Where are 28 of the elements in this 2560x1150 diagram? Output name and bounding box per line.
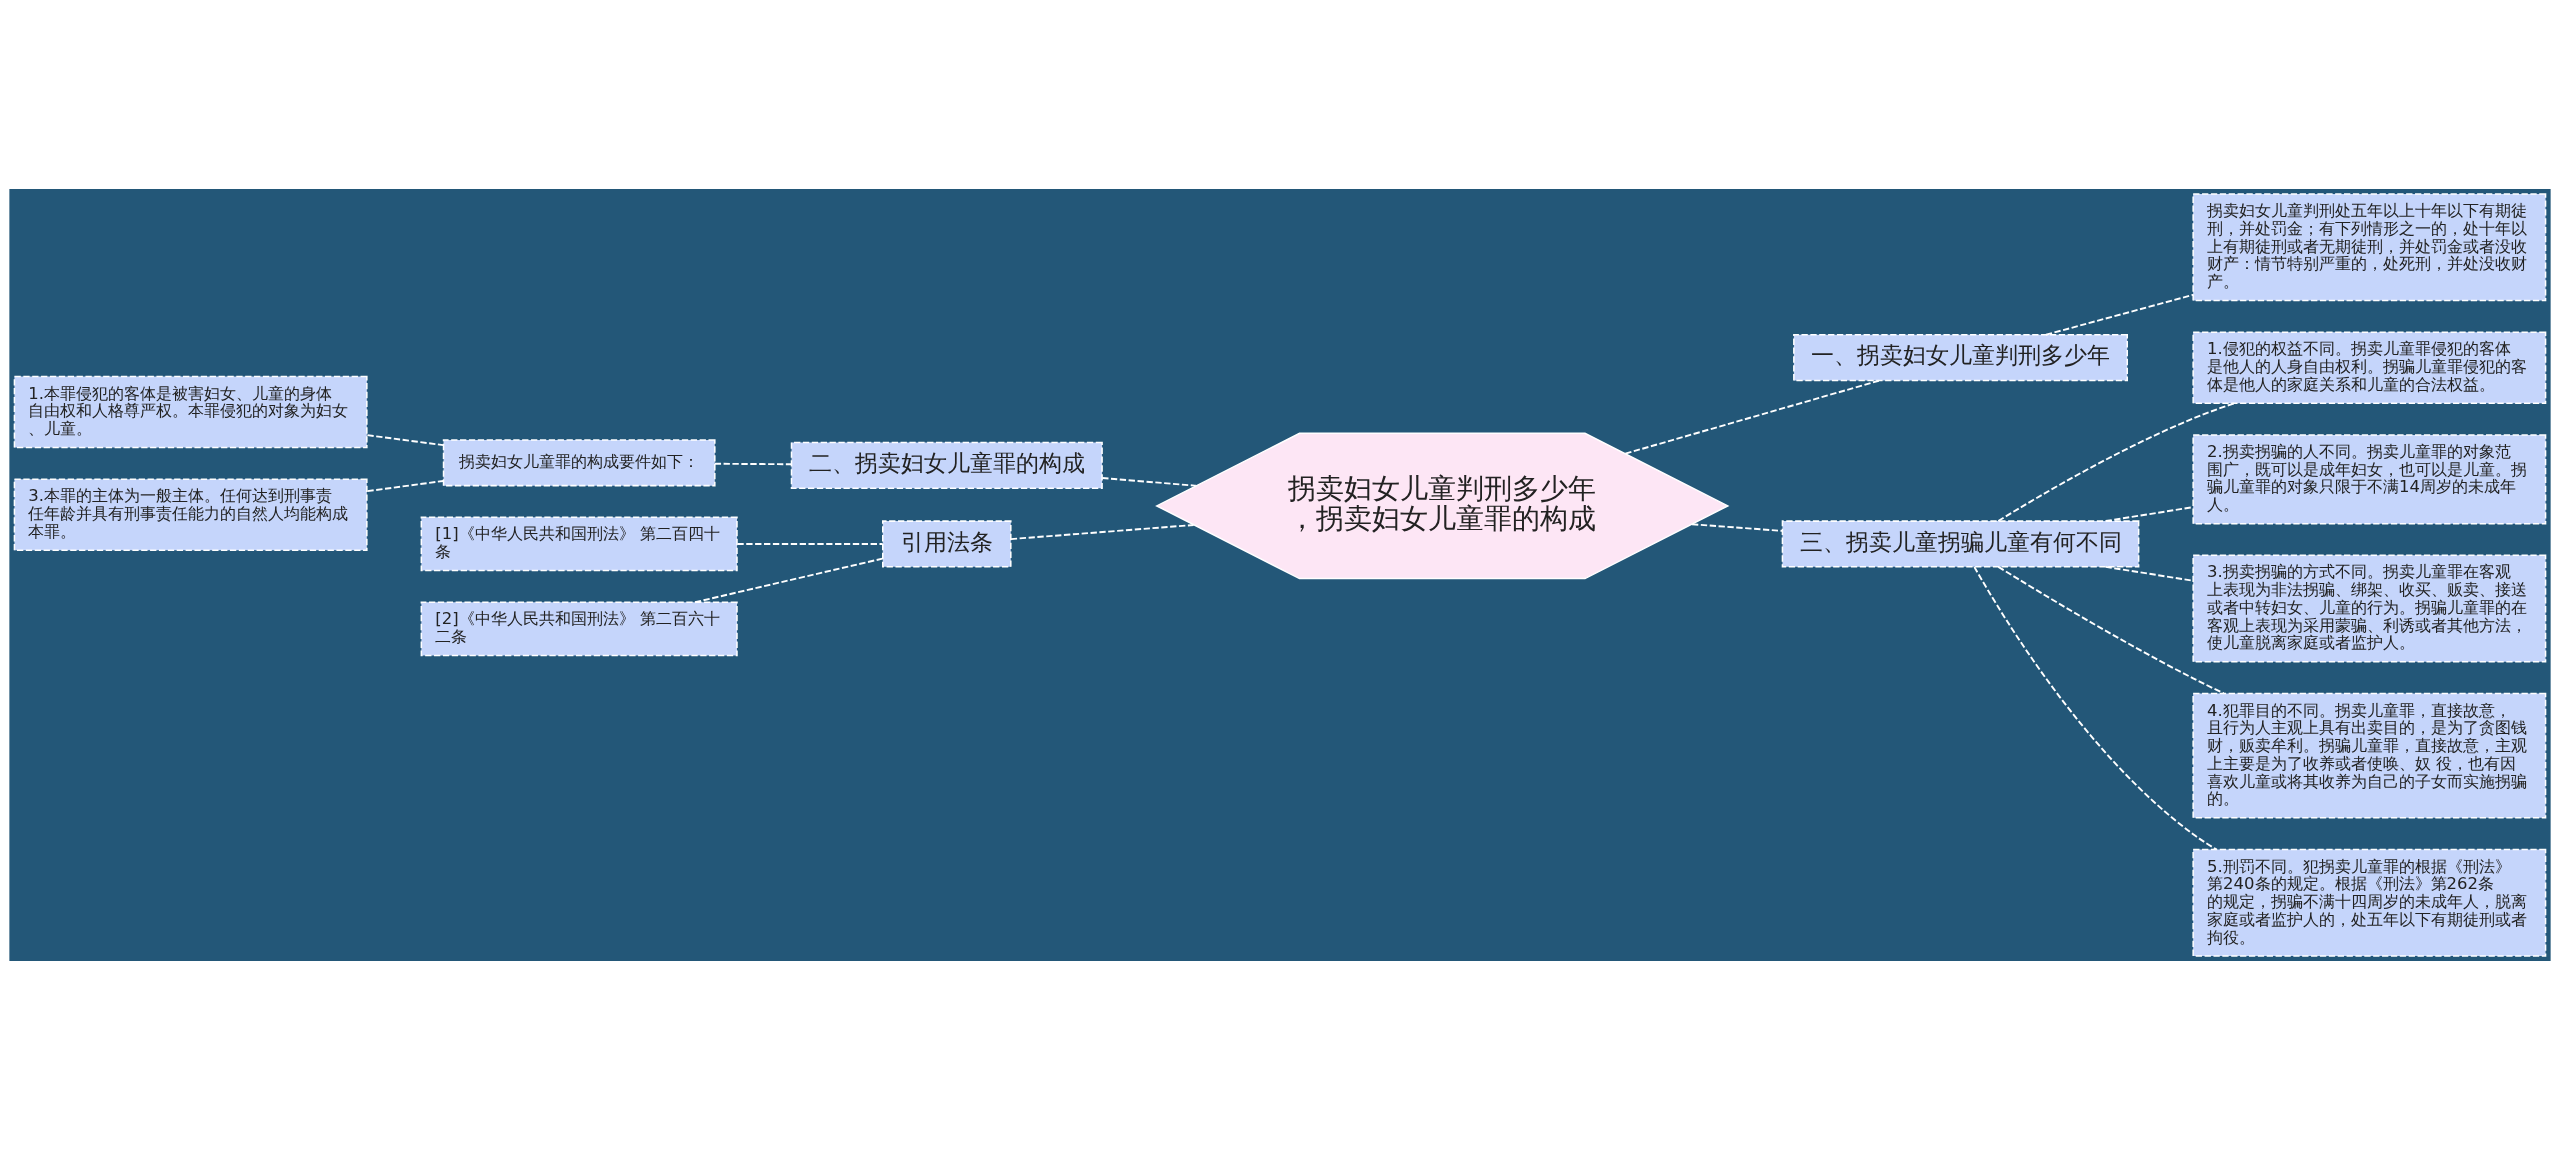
node-box: 1.本罪侵犯的客体是被害妇女、儿童的身体自由权和人格尊严权。本罪侵犯的对象为妇女、儿童。 xyxy=(13,375,368,449)
connector xyxy=(1624,379,1881,455)
node-box: 1.侵犯的权益不同。拐卖儿童罪侵犯的客体是他人的人身自由权利。拐骗儿童罪侵犯的客体是他人的家庭关系和儿童的合法权益。 xyxy=(2192,331,2547,404)
node-box: [2]《中华人民共和国刑法》 第二百六十二条 xyxy=(420,601,738,657)
node-box: 2.拐卖拐骗的人不同。拐卖儿童罪的对象范围广，既可以是成年妇女，也可以是儿童。拐骗儿童罪的对象只限于不满14周岁的未成年人。 xyxy=(2192,434,2547,525)
connector xyxy=(2045,293,2195,336)
connector xyxy=(1691,523,1784,532)
node-box: 4.犯罪目的不同。拐卖儿童罪，直接故意，且行为人主观上具有出卖目的，是为了贪图钱财，贩卖牟利。拐骗儿童罪，直接故意，主观上主要是为了收养或者使唤、奴 役，也有因喜欢儿童或将其收养为自己的子女而实施拐骗的。 xyxy=(2192,692,2547,819)
connector xyxy=(1101,477,1197,487)
connector xyxy=(694,557,884,604)
node-box: 二、拐卖妇女儿童罪的构成 xyxy=(790,441,1103,489)
node-box: 引用法条 xyxy=(882,520,1012,568)
connector xyxy=(713,462,792,466)
connector xyxy=(1997,402,2236,522)
node-box: 5.刑罚不同。犯拐卖儿童罪的根据《刑法》第240条的规定。根据《刑法》第262条的规定，拐骗不满十四周岁的未成年人，脱离家庭或者监护人的，处五年以下有期徒刑或者拘役。 xyxy=(2192,848,2547,957)
connector xyxy=(736,543,884,545)
node-box: [1]《中华人民共和国刑法》 第二百四十条 xyxy=(420,516,738,572)
connector xyxy=(1010,524,1195,541)
node-box: 3.拐卖拐骗的方式不同。拐卖儿童罪在客观上表现为非法拐骗、绑架、收买、贩卖、接送或者中转妇女、儿童的行为。拐骗儿童罪的在客观上表现为采用蒙骗、利诱或者其他方法，使儿童脱离家庭或者监护人。 xyxy=(2192,554,2547,663)
node-box: 一、拐卖妇女儿童判刑多少年 xyxy=(1793,334,2128,382)
connector xyxy=(366,480,445,493)
node-box: 三、拐卖儿童拐骗儿童有何不同 xyxy=(1781,520,2140,568)
connector xyxy=(366,434,445,447)
node-box: 拐卖妇女儿童罪的构成要件如下： xyxy=(442,439,716,487)
node-box: 拐卖妇女儿童判刑处五年以上十年以下有期徒刑，并处罚金；有下列情形之一的，处十年以上有期徒刑或者无期徒刑，并处罚金或者没收财产：情节特别严重的，处死刑，并处没收财产。 xyxy=(2192,193,2547,302)
node-box: 3.本罪的主体为一般主体。任何达到刑事责任年龄并具有刑事责任能力的自然人均能构成本罪。 xyxy=(13,478,368,552)
connector xyxy=(1973,565,2218,851)
connector xyxy=(1997,565,2225,695)
